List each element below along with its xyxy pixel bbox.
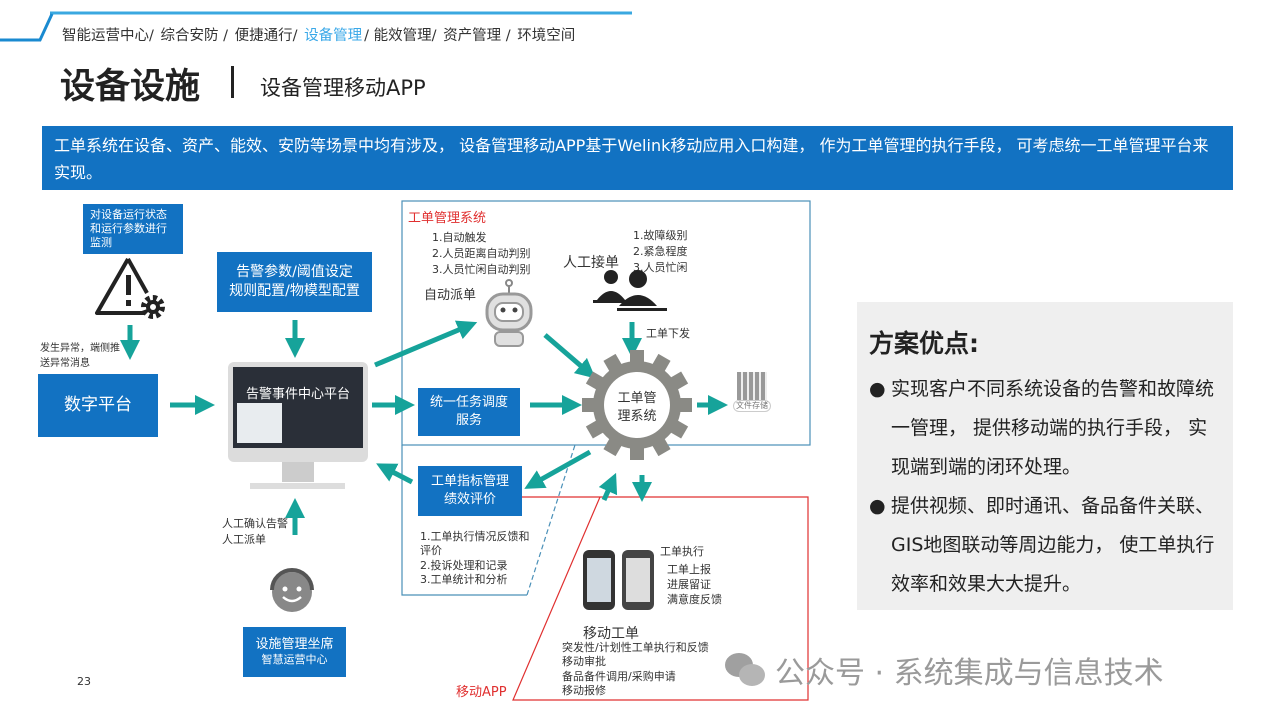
phone-icon [622, 550, 654, 610]
kpi-box: 工单指标管理绩效评价 [418, 466, 522, 516]
mobile-wo-label: 移动工单 [583, 626, 639, 642]
task-service-box: 统一任务调度服务 [418, 388, 520, 436]
map-thumbnail [237, 403, 282, 443]
keyboard-icon [250, 483, 345, 489]
intro-banner: 工单系统在设备、资产、能效、安防等场景中均有涉及， 设备管理移动APP基于Wel… [42, 126, 1233, 190]
auto-rules: 1.自动触发 2.人员距离自动判别 3.人员忙闲自动判别 [432, 231, 531, 276]
alarm-config-line: 告警参数/阈值设定 [236, 264, 353, 281]
breadcrumb-item[interactable]: 环境空间 [517, 28, 576, 44]
page-title: 设备设施 [60, 67, 201, 107]
auto-dispatch-label: 自动派单 [424, 288, 477, 303]
flow-arrows [120, 320, 728, 535]
mobile-app-label: 移动APP [456, 685, 507, 700]
file-storage-label: 文件存储 [733, 400, 771, 412]
breadcrumb-item[interactable]: 便捷通行/ [234, 28, 298, 44]
page-subtitle: 设备管理移动APP [260, 76, 426, 100]
manual-note: 人工确认告警 人工派单 [222, 517, 288, 546]
alarm-center-monitor: 告警事件中心平台 [228, 362, 368, 462]
headset-agent-icon [270, 568, 314, 612]
facility-seat-box: 设施管理坐席 智慧运营中心 [243, 627, 346, 677]
operators-icon [593, 270, 667, 311]
monitor-box: 对设备运行状态和运行参数进行监测 [83, 204, 183, 254]
advantage-text: 实现客户不同系统设备的告警和故障统一管理， 提供移动端的执行手段， 实现端到端的… [891, 378, 1215, 478]
gear-label: 工单管理系统 [617, 391, 657, 424]
wechat-icon [725, 653, 767, 687]
gear-icon [582, 350, 692, 460]
digital-platform-box: 数字平台 [38, 374, 158, 437]
breadcrumb-item[interactable]: / 能效管理/ [364, 28, 437, 44]
watermark-text: 公众号 · 系统集成与信息技术 [775, 656, 1164, 691]
watermark: 公众号 · 系统集成与信息技术 [725, 648, 1164, 692]
wo-exec-items: 工单上报 进展留证 满意度反馈 [667, 563, 722, 606]
robot-icon [485, 279, 533, 347]
title-divider [231, 66, 234, 98]
manual-rules: 1.故障级别 2.紧急程度 3.人员忙闲 [633, 229, 688, 274]
mobile-wo-items: 突发性/计划性工单执行和反馈 移动审批 备品备件调用/采购申请 移动报修 [562, 641, 709, 697]
warning-gear-icon [95, 258, 165, 319]
advantages-title: 方案优点: [869, 329, 979, 358]
wo-issue-label: 工单下发 [646, 327, 690, 340]
manual-accept-label: 人工接单 [563, 255, 619, 271]
phone-icon [583, 550, 615, 610]
advantages-panel: 方案优点: ●实现客户不同系统设备的告警和故障统一管理， 提供移动端的执行手段，… [857, 302, 1233, 610]
wo-exec-label: 工单执行 [660, 545, 704, 558]
alarm-center-label: 告警事件中心平台 [245, 387, 350, 402]
breadcrumb-item[interactable]: 资产管理 / [443, 28, 511, 44]
monitor-stand [282, 462, 314, 482]
advantage-item: ●提供视频、即时通讯、备品备件关联、GIS地图联动等周边能力， 使工单执行效率和… [869, 487, 1221, 604]
breadcrumb-item[interactable]: 综合安防 / [160, 28, 229, 44]
alarm-config-box: 告警参数/阈值设定 规则配置/物模型配置 [217, 252, 372, 312]
seat-line: 智慧运营中心 [261, 653, 328, 667]
breadcrumb-item-active[interactable]: 设备管理 [304, 28, 363, 44]
kpi-items: 1.工单执行情况反馈和评价 2.投诉处理和记录 3.工单统计和分析 [420, 530, 530, 586]
alarm-config-line: 规则配置/物模型配置 [229, 283, 360, 299]
file-storage-icon: 文件存储 [733, 372, 771, 430]
wo-system-label: 工单管理系统 [408, 211, 487, 226]
push-note: 发生异常，端侧推送异常消息 [40, 343, 120, 369]
page-number: 23 [77, 675, 91, 688]
advantage-text: 提供视频、即时通讯、备品备件关联、GIS地图联动等周边能力， 使工单执行效率和效… [891, 495, 1215, 595]
breadcrumb-item[interactable]: 智能运营中心/ [62, 28, 154, 44]
breadcrumb: 智能运营中心/ 综合安防 / 便捷通行/ 设备管理/ 能效管理/ 资产管理 / … [62, 24, 577, 45]
advantage-item: ●实现客户不同系统设备的告警和故障统一管理， 提供移动端的执行手段， 实现端到端… [869, 370, 1221, 487]
seat-line: 设施管理坐席 [255, 636, 334, 652]
